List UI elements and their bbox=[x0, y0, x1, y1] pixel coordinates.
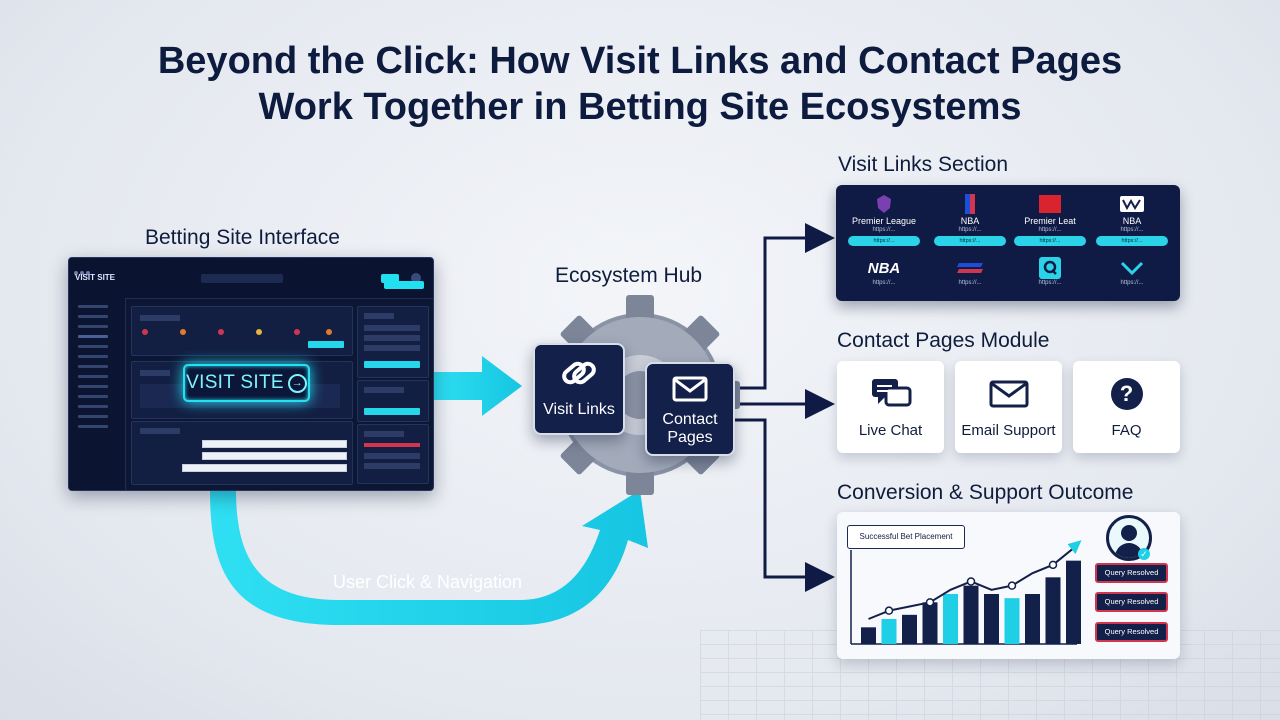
chart-bar bbox=[943, 594, 958, 644]
query-resolved-badge-3: Query Resolved bbox=[1095, 622, 1168, 642]
chart-bar bbox=[984, 594, 999, 644]
live-chat-card[interactable]: Live Chat bbox=[837, 361, 944, 453]
trend-point bbox=[966, 577, 976, 586]
chart-bar bbox=[922, 602, 938, 644]
chart-bar bbox=[881, 619, 897, 644]
title-line-2: Work Together in Betting Site Ecosystems bbox=[258, 86, 1022, 128]
connector-to-outcome bbox=[735, 418, 835, 592]
betting-site-window: VISIT SITE bbox=[68, 257, 434, 491]
hub-label: Ecosystem Hub bbox=[555, 264, 703, 287]
site-header: VISIT SITE bbox=[69, 258, 433, 299]
site-cta-small[interactable] bbox=[384, 281, 424, 289]
check-logo-icon bbox=[1120, 261, 1144, 276]
navigation-curve-arrow bbox=[210, 490, 648, 625]
visit-links-tile[interactable]: Visit Links bbox=[533, 343, 625, 435]
wave-logo-icon bbox=[1120, 196, 1144, 212]
chart-bar bbox=[1066, 560, 1081, 644]
visit-site-button[interactable]: VISIT SITE→ bbox=[183, 364, 310, 402]
link-item-nba[interactable]: NBA https://... https://... bbox=[928, 193, 1012, 246]
faq-card[interactable]: ? FAQ bbox=[1073, 361, 1180, 453]
stripes-logo-icon bbox=[957, 263, 983, 273]
envelope-icon bbox=[672, 376, 708, 402]
site-label: Betting Site Interface bbox=[145, 226, 340, 249]
connector-to-links bbox=[735, 223, 835, 390]
link-item-nba-2[interactable]: NBA https://... https://... bbox=[1090, 193, 1174, 246]
window-controls bbox=[74, 262, 92, 280]
site-logo: VISIT SITE bbox=[75, 273, 116, 282]
query-resolved-badge-2: Query Resolved bbox=[1095, 592, 1168, 612]
visit-site-label: VISIT SITE bbox=[186, 372, 284, 393]
link-item-premier-leat[interactable]: Premier Leat https://... https://... bbox=[1008, 193, 1092, 246]
question-icon: ? bbox=[1110, 378, 1143, 410]
title-line-1: Beyond the Click: How Visit Links and Co… bbox=[157, 40, 1123, 82]
query-resolved-badge-1: Query Resolved bbox=[1095, 563, 1168, 583]
account-panel bbox=[357, 380, 429, 422]
trend-point bbox=[1048, 560, 1058, 570]
q-logo-icon bbox=[1039, 257, 1061, 279]
chart-bar bbox=[1045, 577, 1061, 644]
lion-crest-icon bbox=[877, 195, 891, 213]
site-search-input[interactable] bbox=[201, 274, 283, 283]
flow-label: User Click & Navigation bbox=[333, 572, 523, 592]
chart-bar bbox=[963, 585, 979, 644]
envelope-icon bbox=[989, 380, 1028, 408]
faq-label: FAQ bbox=[1111, 422, 1142, 439]
cyan-arrow-to-hub bbox=[430, 356, 522, 416]
red-badge-icon bbox=[1039, 195, 1061, 213]
link-item-5[interactable]: https://... bbox=[928, 257, 1012, 286]
link-icon bbox=[562, 361, 596, 385]
promo-panel bbox=[357, 424, 429, 484]
contact-line-2: Pages bbox=[667, 429, 713, 446]
link-item-premier-league[interactable]: Premier League https://... https://... bbox=[842, 193, 926, 246]
email-support-label: Email Support bbox=[961, 422, 1056, 439]
chart-bar bbox=[1025, 594, 1040, 644]
chart-bar bbox=[902, 614, 917, 644]
chat-icon bbox=[871, 379, 911, 407]
bet-table-panel bbox=[131, 421, 353, 485]
visit-links-box: Premier League https://... https://... N… bbox=[836, 185, 1180, 301]
outcome-label: Conversion & Support Outcome bbox=[837, 481, 1134, 504]
trend-point bbox=[884, 606, 894, 615]
live-chat-label: Live Chat bbox=[858, 422, 923, 439]
link-item-6[interactable]: https://... bbox=[1008, 257, 1092, 286]
trend-point bbox=[925, 598, 935, 607]
success-label: Successful Bet Placement bbox=[847, 525, 965, 549]
conversion-chart bbox=[850, 540, 1082, 645]
check-badge-icon: ✓ bbox=[1138, 548, 1150, 560]
chart-bar bbox=[1004, 598, 1020, 644]
link-item-nba-3[interactable]: NBA https://... bbox=[867, 259, 901, 287]
contact-pages-tile[interactable]: Contact Pages bbox=[645, 362, 735, 456]
contact-line-1: Contact bbox=[662, 411, 718, 428]
site-sidebar bbox=[69, 298, 126, 490]
page-title: Beyond the Click: How Visit Links and Co… bbox=[0, 38, 1280, 130]
avatar[interactable] bbox=[411, 273, 421, 283]
chart-bar bbox=[861, 627, 876, 644]
featured-matches-panel bbox=[131, 306, 353, 356]
bet-slip-panel bbox=[357, 306, 429, 378]
links-label: Visit Links Section bbox=[838, 153, 1009, 176]
arrow-right-icon: → bbox=[287, 374, 307, 393]
trend-arrowhead bbox=[1067, 540, 1082, 555]
link-item-7[interactable]: https://... bbox=[1090, 257, 1174, 286]
nba-logo-icon bbox=[965, 194, 975, 214]
header-cyan-button[interactable] bbox=[381, 274, 399, 283]
trend-point bbox=[1007, 581, 1017, 590]
email-support-card[interactable]: Email Support bbox=[955, 361, 1062, 453]
contact-label: Contact Pages Module bbox=[837, 329, 1050, 352]
visit-links-label: Visit Links bbox=[543, 401, 615, 418]
